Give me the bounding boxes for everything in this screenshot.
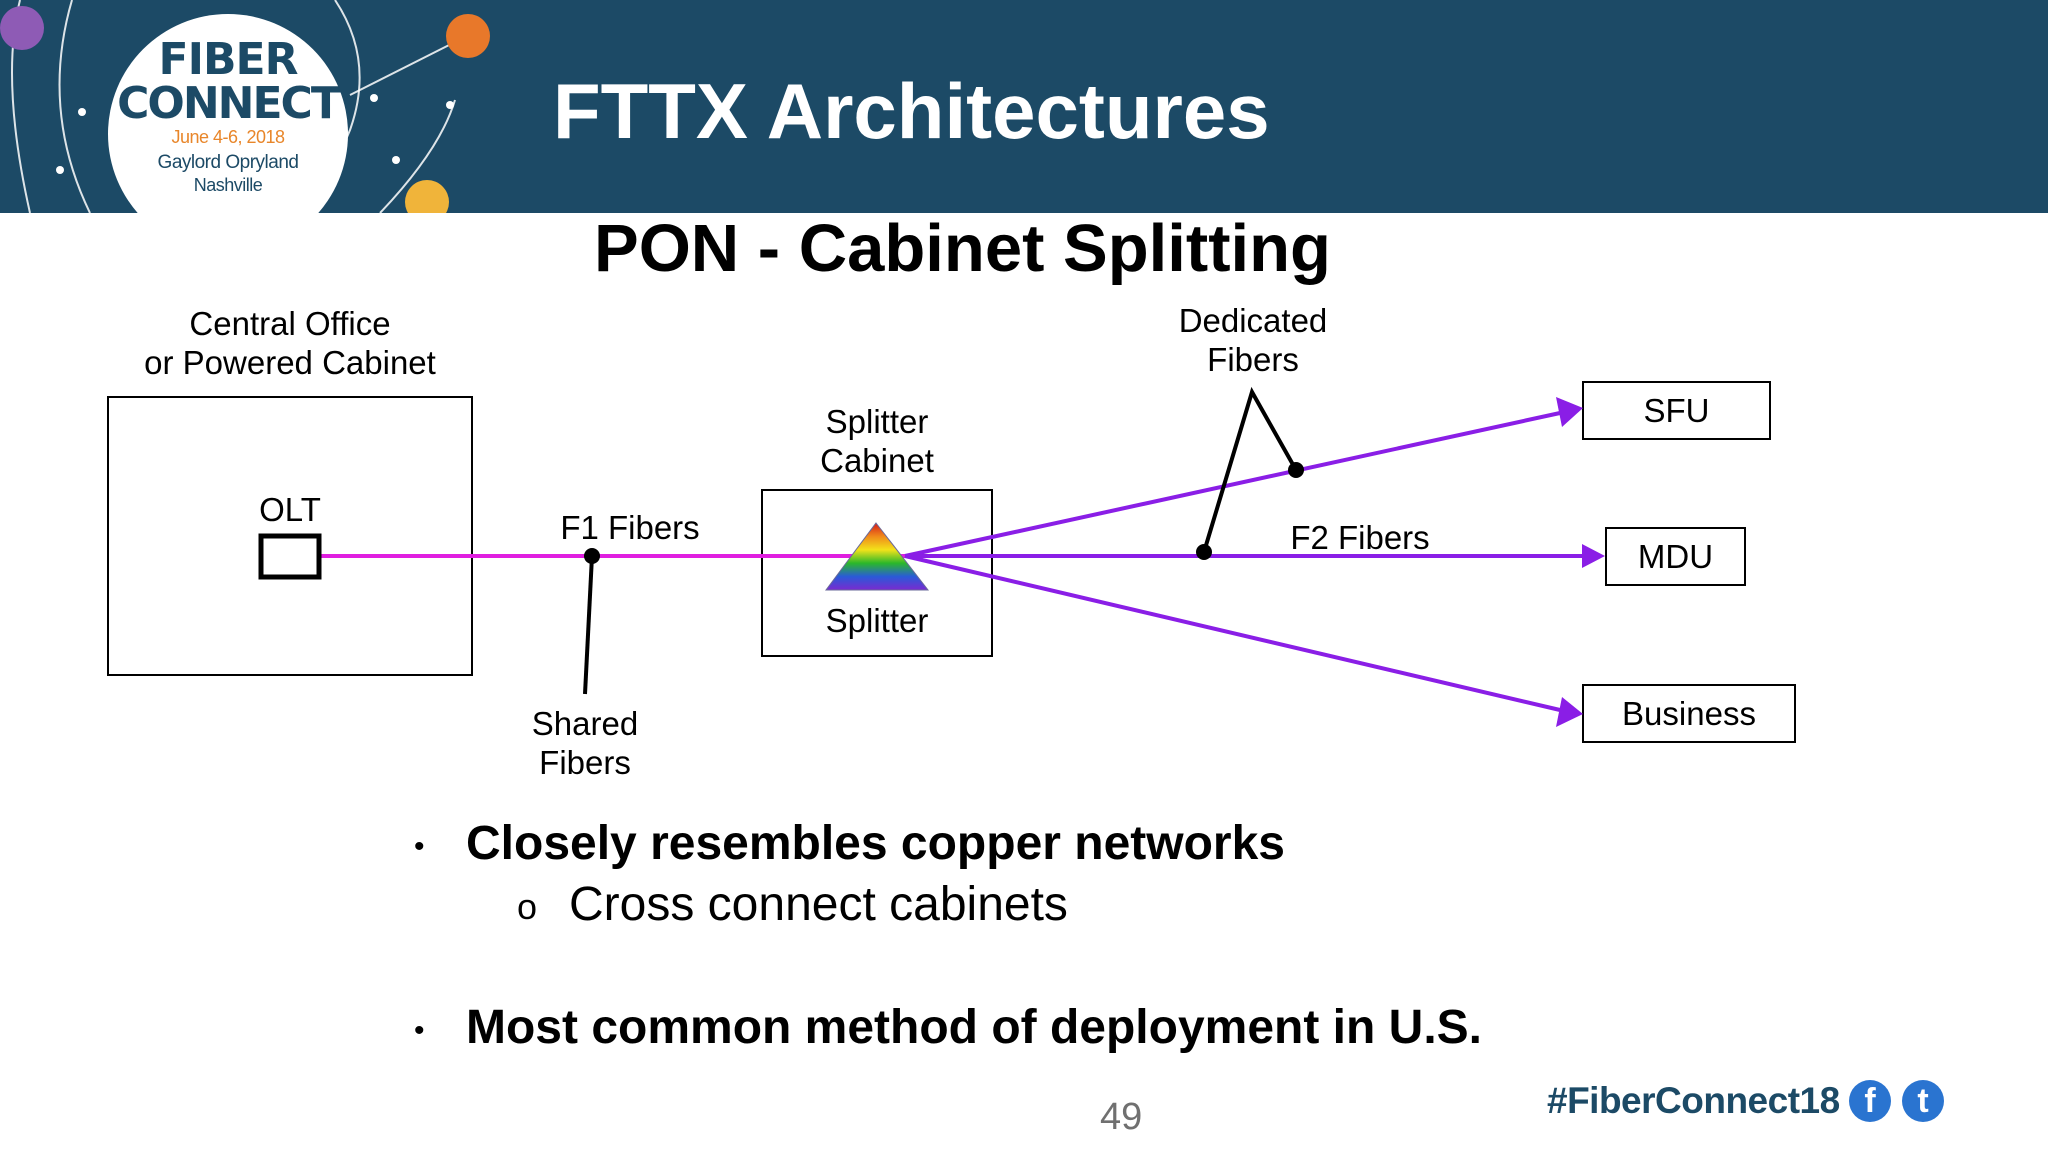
f1-fibers-label: F1 Fibers — [560, 509, 700, 546]
olt-box — [258, 533, 322, 580]
f2-fiber-sfu — [904, 411, 1561, 558]
logo-line1: FIBER — [158, 34, 299, 85]
logo-date: June 4-6, 2018 — [171, 127, 285, 147]
splitter-cabinet-label-line1: Splitter — [825, 403, 929, 440]
f2-fibers-label: F2 Fibers — [1290, 519, 1430, 556]
arrow-business — [1556, 697, 1583, 727]
logo-decoration — [0, 0, 490, 213]
shared-fibers-label-line1: Shared — [531, 705, 639, 742]
facebook-icon[interactable]: f — [1849, 1080, 1891, 1122]
slide-header: FIBER CONNECT June 4-6, 2018 Gaylord Opr… — [0, 0, 2048, 213]
mdu-label: MDU — [1637, 538, 1714, 575]
twitter-icon[interactable]: t — [1902, 1080, 1944, 1122]
arrow-sfu — [1556, 397, 1583, 427]
dedicated-fiber-pointer — [1202, 386, 1298, 553]
sub-bullet-marker-1: o — [517, 886, 538, 927]
sfu-box — [1582, 381, 1771, 440]
bullet-dot-1: • — [414, 830, 425, 863]
bullet-2: Most common method of deployment in U.S. — [466, 1001, 1483, 1054]
olt-label: OLT — [259, 491, 321, 528]
sub-bullet-1: Cross connect cabinets — [569, 878, 1068, 931]
diagram-title: PON - Cabinet Splitting — [594, 211, 1331, 286]
business-label: Business — [1622, 695, 1756, 732]
splitter-prism-icon — [825, 522, 930, 591]
hashtag: #FiberConnect18 — [1547, 1080, 1840, 1121]
shared-fibers-label-line2: Fibers — [539, 744, 631, 781]
shared-fiber-pointer — [583, 555, 594, 695]
f2-fiber-business — [904, 554, 1561, 712]
bullet-1: Closely resembles copper networks — [466, 817, 1285, 870]
splitter-label: Splitter — [825, 602, 929, 639]
logo-city: Nashville — [193, 175, 263, 195]
central-office-label-line2: or Powered Cabinet — [144, 344, 436, 381]
arrow-mdu — [1582, 544, 1605, 568]
central-office-label-line1: Central Office — [189, 305, 391, 342]
mdu-box — [1605, 527, 1746, 586]
logo-venue: Gaylord Opryland — [157, 152, 299, 173]
page-number: 49 — [1100, 1096, 1143, 1138]
business-box — [1582, 684, 1796, 743]
logo-badge — [108, 14, 348, 213]
bullet-dot-2: • — [414, 1014, 425, 1047]
slide-title: FTTX Architectures — [553, 67, 1270, 155]
dedicated-fibers-label-line2: Fibers — [1207, 341, 1299, 378]
dedicated-fibers-label-line1: Dedicated — [1178, 302, 1328, 339]
sfu-label: SFU — [1643, 392, 1710, 429]
splitter-cabinet-label-line2: Cabinet — [820, 442, 934, 479]
logo-line2: CONNECT — [117, 78, 341, 129]
